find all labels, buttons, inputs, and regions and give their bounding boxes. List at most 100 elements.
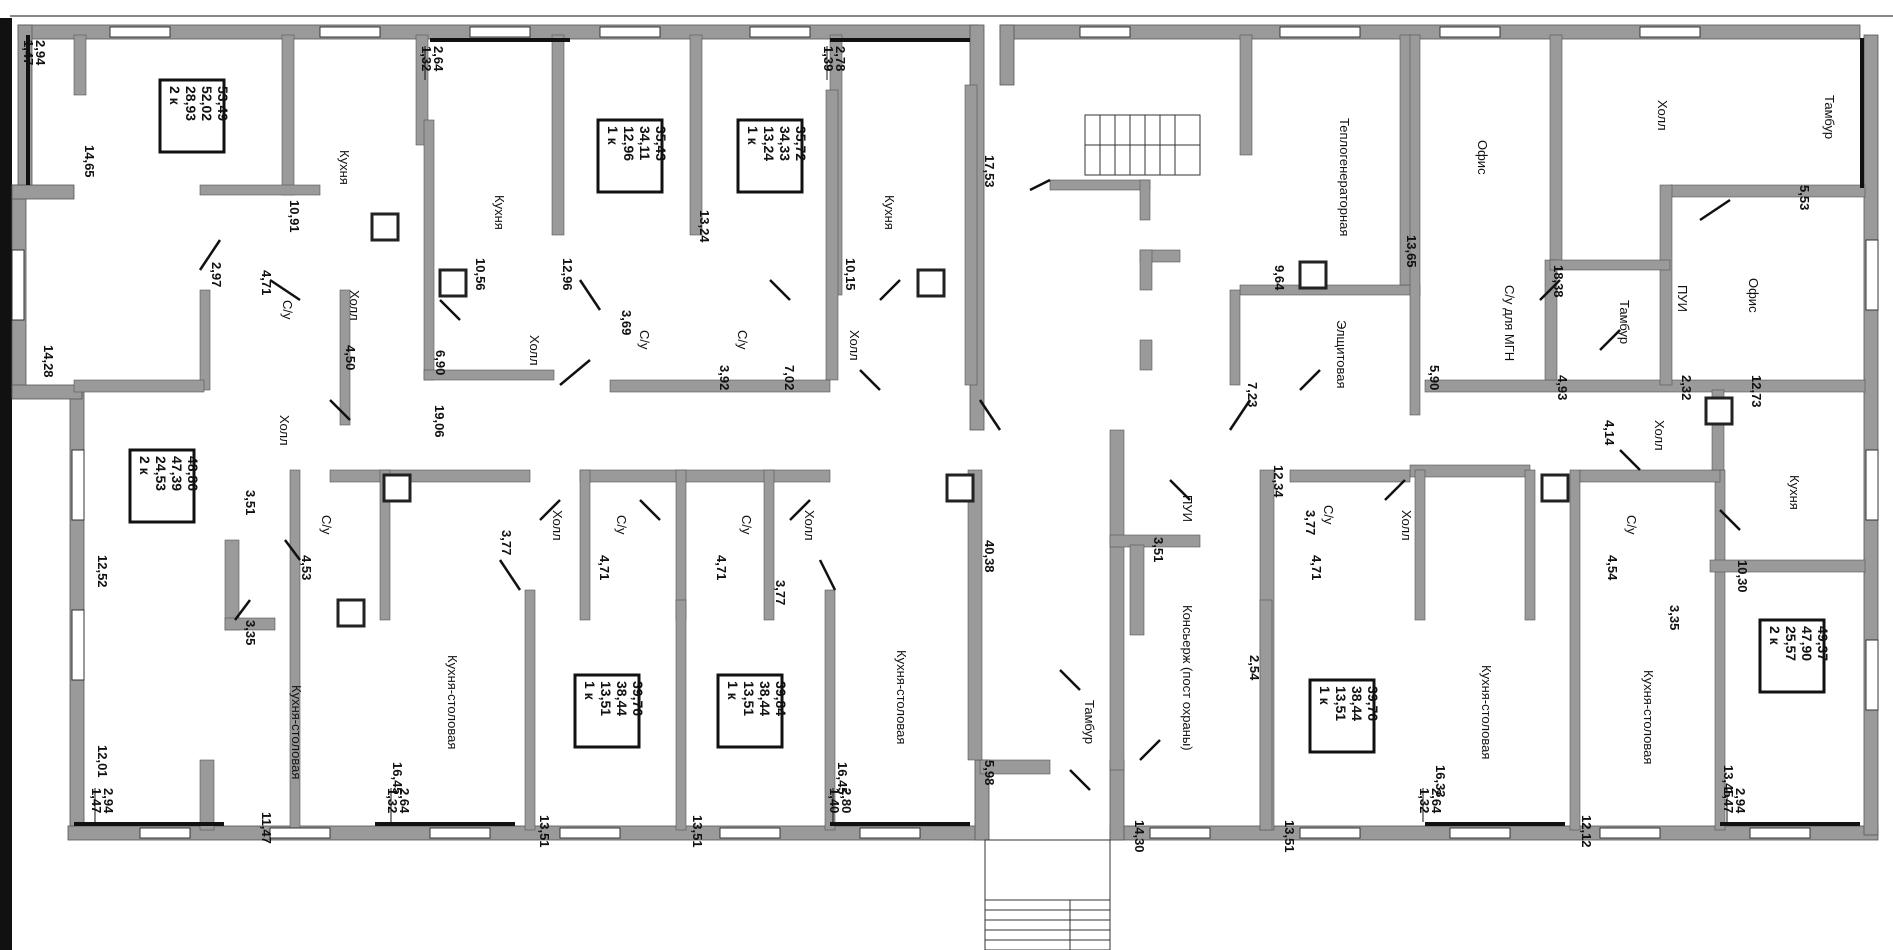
useful-area: 52,02 xyxy=(199,86,215,121)
room-hall-3: Холл xyxy=(847,330,862,361)
area-label: 4,50 xyxy=(343,345,358,370)
balcony-dim: 2,64 xyxy=(397,788,412,814)
apartment-box-frame xyxy=(596,118,664,194)
area-label: 13,45 xyxy=(1721,765,1736,798)
area-label: 4,93 xyxy=(1555,375,1570,400)
room-hall-1: Холл xyxy=(347,290,362,321)
room-hall-4: Холл xyxy=(277,415,292,446)
room-pui-1: ПУИ xyxy=(1675,285,1690,312)
apartment-box-frame xyxy=(1758,618,1826,694)
area-label: 40,38 xyxy=(982,540,997,573)
apartment-type: 1 к xyxy=(725,681,741,701)
area-label: 10,91 xyxy=(287,200,302,233)
total-area: 53,49 xyxy=(215,86,231,121)
total-area: 39,84 xyxy=(773,681,789,716)
area-label: 12,52 xyxy=(95,555,110,588)
area-label: 12,01 xyxy=(95,745,110,778)
room-kitchen-dining-5: Кухня-столовая xyxy=(1641,670,1656,764)
apartment-type: 1 к xyxy=(745,126,761,146)
stair-upper xyxy=(1084,114,1201,176)
balcony-dim: 2,80 xyxy=(839,788,854,813)
apartment-box-frame xyxy=(158,78,226,154)
area-label: 12,96 xyxy=(560,258,575,291)
room-office-1: Офис xyxy=(1475,140,1490,175)
area-label: 13,65 xyxy=(1404,235,1419,268)
room-bath-8: С/у xyxy=(1624,515,1639,535)
frame-left-bar xyxy=(0,18,12,950)
balcony-strips xyxy=(26,35,1864,826)
area-label: 3,51 xyxy=(1151,537,1166,562)
total-area: 49,37 xyxy=(1815,626,1831,661)
room-kitchen-dining-4: Кухня-столовая xyxy=(1479,665,1494,759)
balcony-dim: 1,39 xyxy=(821,46,836,71)
room-kitchen-1: Кухня xyxy=(337,150,352,185)
total-area: 35,72 xyxy=(793,126,809,161)
room-hall-2: Холл xyxy=(527,335,542,366)
room-vestibule-3: Тамбур xyxy=(1082,700,1097,744)
apartment-box-frame xyxy=(573,673,641,749)
vent-shafts xyxy=(336,212,1734,628)
area-label: 18,38 xyxy=(1551,265,1566,298)
windows xyxy=(11,26,1879,839)
room-bath-5: С/у xyxy=(614,515,629,535)
room-bath-2: С/у xyxy=(637,330,652,350)
apartment-box-frame xyxy=(736,118,804,194)
balcony-dim: 2,94 xyxy=(101,788,116,814)
area-label: 3,51 xyxy=(243,490,258,515)
room-pui-2: ПУИ xyxy=(1180,495,1195,522)
area-label: 10,30 xyxy=(1735,560,1750,593)
area-label: 7,23 xyxy=(1245,382,1260,407)
room-bath-4: С/у xyxy=(319,515,334,535)
area-label: 7,02 xyxy=(782,365,797,390)
living-area: 28,93 xyxy=(183,86,199,121)
area-label: 4,71 xyxy=(714,555,729,580)
area-label: 2,54 xyxy=(1247,655,1262,681)
apartment-box-frame xyxy=(716,673,784,749)
total-area: 39,76 xyxy=(630,681,646,716)
useful-area: 47,39 xyxy=(169,456,185,491)
useful-area: 38,44 xyxy=(614,681,630,716)
area-label: 4,71 xyxy=(1309,555,1324,580)
area-label: 4,71 xyxy=(597,555,612,580)
room-bath-3: С/у xyxy=(735,330,750,350)
area-label: 3,35 xyxy=(1667,605,1682,630)
area-label: 13,24 xyxy=(697,210,712,243)
living-area: 13,51 xyxy=(741,681,757,716)
apartment-type: 1 к xyxy=(605,126,621,146)
room-vestibule-2: Тамбур xyxy=(1617,300,1632,344)
room-electrical: Элщитовая xyxy=(1334,320,1349,389)
area-label: 14,28 xyxy=(41,345,56,378)
room-bath-mgn: С/у для МГН xyxy=(1502,285,1517,361)
balcony-dim: 1,47 xyxy=(21,40,36,65)
living-area: 13,51 xyxy=(1333,686,1349,721)
area-label: 10,56 xyxy=(473,258,488,291)
room-vestibule-1: Тамбур xyxy=(1822,95,1837,139)
area-label: 12,34 xyxy=(1271,465,1286,498)
room-kitchen-dining-3: Кухня-столовая xyxy=(894,650,909,744)
area-label: 4,53 xyxy=(299,555,314,580)
room-hall-6: Холл xyxy=(802,510,817,541)
area-label: 12,73 xyxy=(1749,375,1764,408)
area-label: 6,90 xyxy=(433,350,448,375)
total-area: 35,43 xyxy=(653,126,669,161)
area-label: 3,92 xyxy=(717,365,732,390)
living-area: 13,51 xyxy=(598,681,614,716)
area-numbers: 14,65 10,91 14,28 2,97 4,71 4,50 10,56 6… xyxy=(41,145,1812,853)
living-area: 25,57 xyxy=(1783,626,1799,661)
room-hall-7: Холл xyxy=(1399,510,1414,541)
area-label: 16,45 xyxy=(835,762,850,795)
useful-area: 34,33 xyxy=(777,126,793,161)
area-label: 3,77 xyxy=(499,530,514,555)
balcony-dim: 2,64 xyxy=(431,46,446,72)
area-label: 17,53 xyxy=(982,155,997,188)
room-kitchen-dining-2: Кухня-столовая xyxy=(445,655,460,749)
room-heat-gen: Теплогенераторная xyxy=(1337,118,1352,236)
